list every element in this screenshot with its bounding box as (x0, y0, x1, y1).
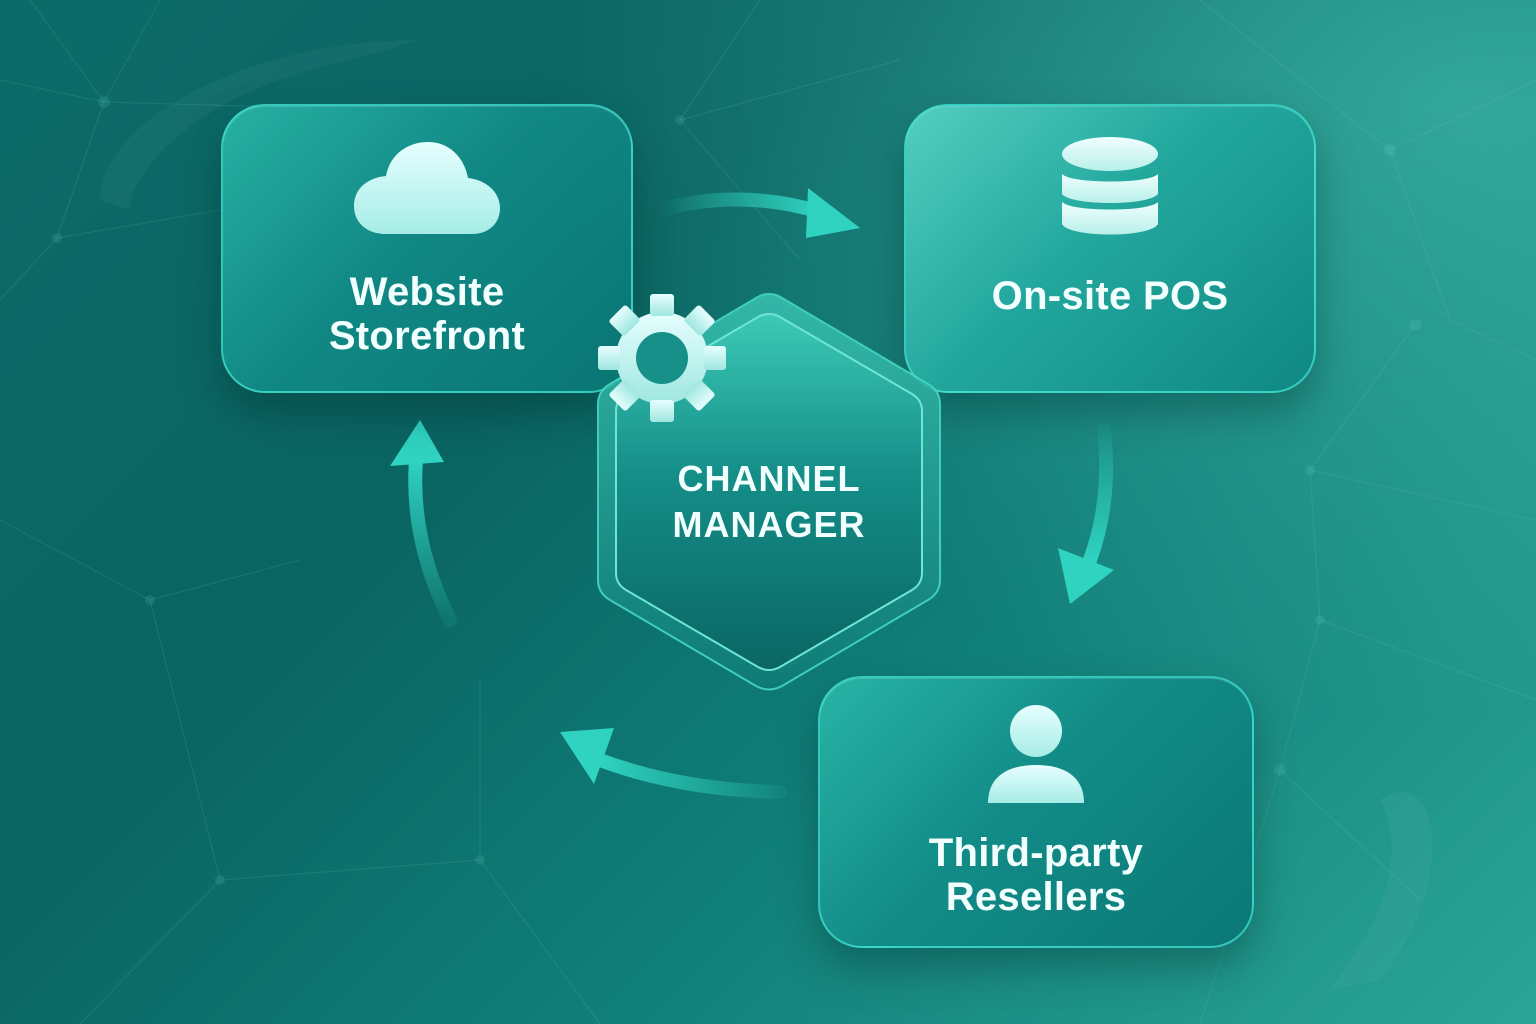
node-label: Storefront (328, 313, 526, 358)
node-on-site-pos[interactable]: On-site POS (904, 104, 1316, 393)
cloud-icon (354, 141, 500, 234)
hub-label: CHANNEL (677, 458, 861, 499)
gear-icon (598, 294, 726, 422)
node-label: Resellers (945, 875, 1127, 919)
node-website-storefront[interactable]: Website Storefront (221, 104, 633, 393)
hub-label: MANAGER (672, 504, 866, 545)
node-label: Website (349, 269, 505, 314)
arrow-website-to-pos (653, 188, 860, 238)
node-label: Third-party (928, 831, 1144, 875)
arrow-pos-to-resellers (1058, 423, 1114, 604)
arrow-loop-to-website (390, 420, 457, 627)
arrow-resellers-to-website (560, 728, 787, 799)
node-label: On-site POS (991, 273, 1229, 318)
channel-manager-hub[interactable]: CHANNEL MANAGER (596, 292, 942, 692)
user-icon (988, 705, 1084, 803)
node-third-party-resellers[interactable]: Third-party Resellers (818, 676, 1254, 948)
database-icon (1062, 136, 1158, 234)
